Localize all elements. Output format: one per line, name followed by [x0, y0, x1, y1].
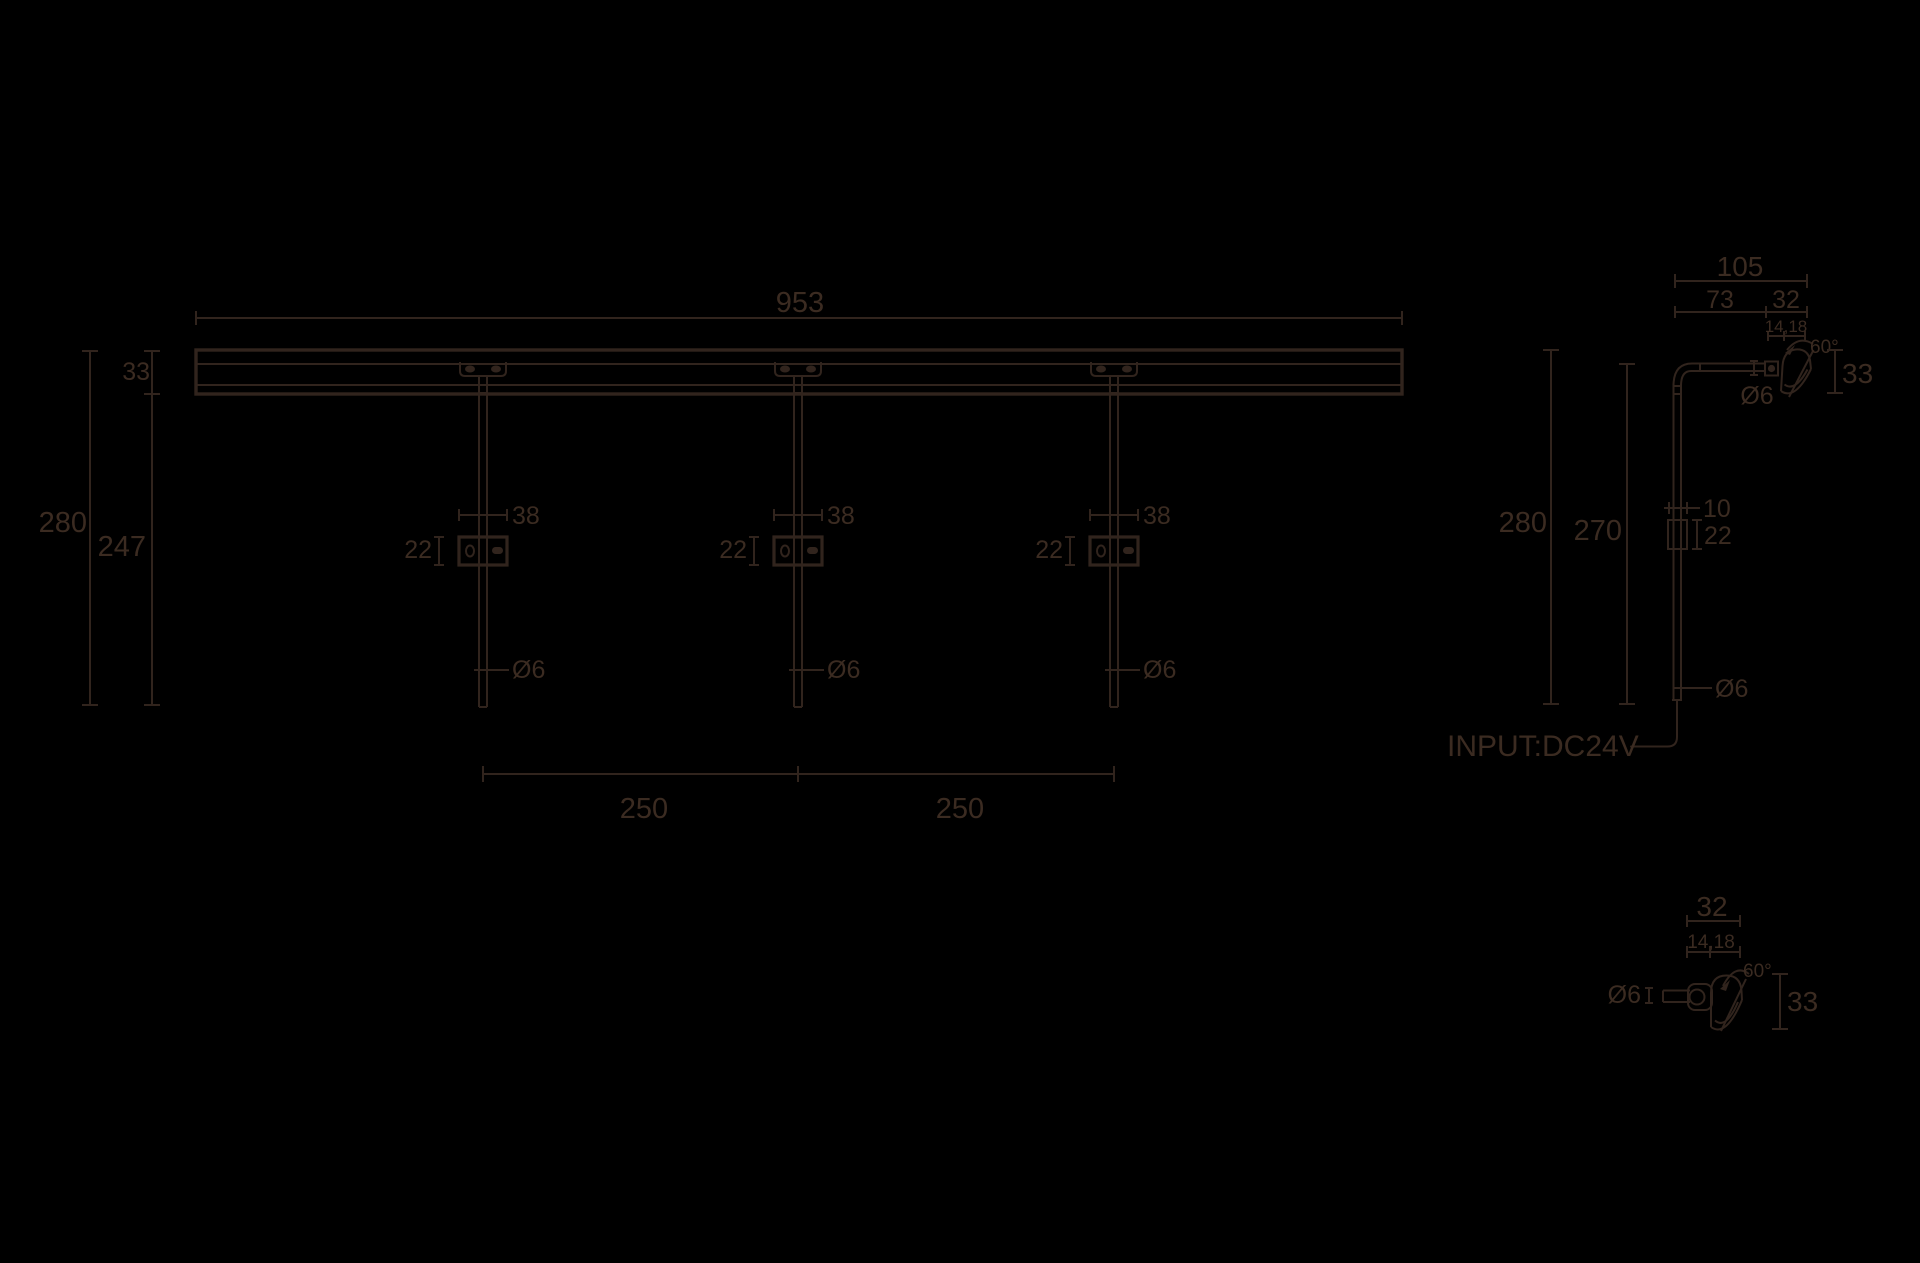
lamp-head-detail [1662, 974, 1747, 1032]
beam-angle-label: 60° [1810, 337, 1839, 358]
dim-plate-width-2: 38 [773, 502, 855, 530]
dim-overall-width-label: 953 [776, 287, 824, 319]
dim-rail-and-drop: 33 247 [98, 350, 160, 706]
dim-arm-and-head: 73 32 [1674, 286, 1808, 318]
stem-3: 38 22 Ø6 [1035, 362, 1176, 708]
label-rod-diameter-3: Ø6 [1105, 656, 1176, 684]
dim-plate-height-2: 22 [719, 536, 759, 566]
dim-plate-height-label-2: 22 [719, 536, 747, 564]
dim-detail-head-height-label: 33 [1787, 986, 1818, 1017]
dim-plate-width-1: 38 [458, 502, 540, 530]
dim-detail-beam-angle: 60° [1720, 961, 1772, 991]
dim-head-split-label: 14,18 [1765, 317, 1808, 336]
detail-beam-angle-label: 60° [1743, 961, 1772, 982]
mounting-plate-1 [457, 535, 509, 567]
pole-diameter-label: Ø6 [1715, 675, 1748, 703]
detail-pin-diameter-label: Ø6 [1608, 981, 1641, 1009]
dim-adapter-height-label: 22 [1704, 522, 1732, 550]
dim-side-pole-height: 270 [1574, 363, 1635, 705]
dim-adapter-height: 22 [1692, 519, 1732, 550]
dim-plate-width-label-3: 38 [1143, 502, 1171, 530]
dim-overall-depth: 105 [1674, 251, 1808, 288]
side-view: 280 270 Ø6 [1447, 251, 1873, 763]
arm-diameter-label: Ø6 [1740, 382, 1773, 410]
dim-head-height-side: 33 [1827, 349, 1873, 394]
dim-side-pole-height-label: 270 [1574, 515, 1622, 547]
input-voltage-label: INPUT:DC24V [1447, 730, 1639, 763]
label-rod-diameter-1: Ø6 [474, 656, 545, 684]
dim-plate-height-3: 22 [1035, 536, 1075, 566]
dim-total-height-left: 280 [39, 350, 98, 706]
lamp-head-side [1764, 348, 1815, 398]
stem-1: 38 22 Ø6 [404, 362, 545, 708]
label-rod-diameter-2: Ø6 [789, 656, 860, 684]
rod-diameter-label-3: Ø6 [1143, 656, 1176, 684]
dim-drop-height-label: 247 [98, 531, 146, 563]
dim-adapter-offset: 10 [1664, 495, 1731, 523]
dim-head-depth-label: 32 [1772, 286, 1800, 314]
dim-plate-width-label-2: 38 [827, 502, 855, 530]
mounting-plate-3 [1088, 535, 1140, 567]
label-detail-pin-diameter: Ø6 [1608, 981, 1653, 1009]
dim-head-height-side-label: 33 [1842, 358, 1873, 389]
dim-detail-head-depth-label: 32 [1696, 891, 1727, 922]
stem-2: 38 22 Ø6 [719, 362, 860, 708]
dim-plate-height-1: 22 [404, 536, 444, 566]
dim-detail-head-height: 33 [1772, 973, 1818, 1030]
dim-side-total-height: 280 [1499, 349, 1559, 705]
dim-spacing-right-label: 250 [936, 793, 984, 825]
label-arm-diameter: Ø6 [1740, 360, 1774, 410]
dim-overall-depth-label: 105 [1717, 251, 1764, 282]
dim-arm-length-label: 73 [1706, 286, 1734, 314]
dim-plate-height-label-1: 22 [404, 536, 432, 564]
dim-spacing-left-label: 250 [620, 793, 668, 825]
rod-diameter-label-2: Ø6 [827, 656, 860, 684]
label-pole-diameter: Ø6 [1673, 675, 1748, 703]
dim-detail-head-split: 14,18 [1686, 932, 1741, 958]
head-detail-view: 32 14,18 60° Ø6 [1608, 891, 1818, 1032]
dim-detail-head-depth: 32 [1686, 891, 1741, 927]
dim-total-height-label: 280 [39, 507, 87, 539]
dim-plate-width-label-1: 38 [512, 502, 540, 530]
dim-rail-height-label: 33 [122, 358, 150, 386]
lamp-pole [1672, 362, 1765, 701]
dim-adapter-offset-label: 10 [1703, 495, 1731, 523]
dim-overall-width: 953 [195, 287, 1403, 325]
front-view: 953 280 33 247 [39, 287, 1404, 825]
power-wire [1630, 700, 1678, 748]
dim-side-total-height-label: 280 [1499, 507, 1547, 539]
cord-adapter [1667, 519, 1688, 550]
dim-plate-height-label-3: 22 [1035, 536, 1063, 564]
rod-diameter-label-1: Ø6 [512, 656, 545, 684]
mounting-plate-2 [772, 535, 824, 567]
detail-joint [1687, 983, 1713, 1011]
dim-plate-width-3: 38 [1089, 502, 1171, 530]
dim-beam-angle: 60° [1785, 337, 1839, 358]
dim-stem-spacing: 250 250 [482, 766, 1115, 825]
dim-head-split: 14,18 [1765, 317, 1808, 341]
dim-detail-head-split-label: 14,18 [1687, 932, 1735, 953]
track-rail [194, 348, 1404, 396]
